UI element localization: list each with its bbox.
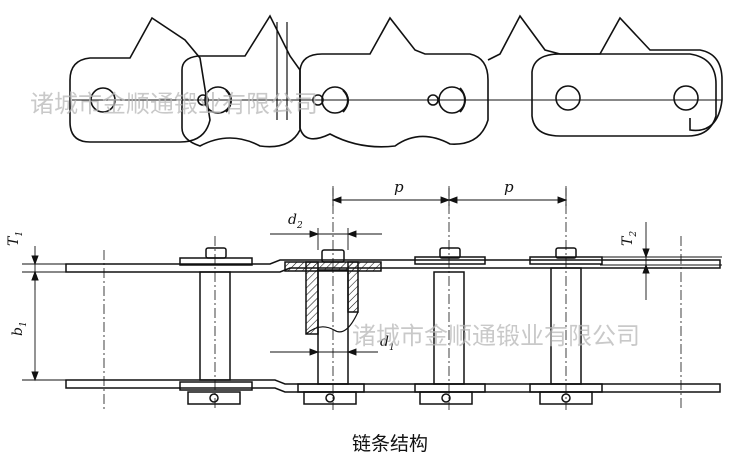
cotter-bottom-2 xyxy=(325,393,335,403)
bushing-3 xyxy=(433,271,465,385)
top-inner-plate-2 xyxy=(414,256,486,265)
watermark-top: 诸城市金顺通锻业有限公司 xyxy=(30,90,318,118)
cotter-bottom-3 xyxy=(441,393,451,403)
link-plate-5 xyxy=(531,53,717,137)
plan-view xyxy=(65,186,721,410)
pin-head-top-1 xyxy=(205,247,227,259)
side-view xyxy=(69,14,723,148)
bushing-1 xyxy=(199,271,231,381)
pin-hole-1 xyxy=(90,87,116,113)
bottom-inner-plate-1 xyxy=(179,381,253,391)
cotter-pin-4 xyxy=(459,87,466,113)
bottom-inner-plate-2 xyxy=(297,383,365,393)
pin-head-top-2 xyxy=(321,249,345,263)
top-inner-plate-3 xyxy=(529,256,603,265)
watermark-bottom: 诸城市金顺通锻业有限公司 xyxy=(352,322,640,350)
d1-label: d1 xyxy=(380,334,395,353)
dimensions xyxy=(22,188,722,382)
pin-hole-5 xyxy=(555,85,581,111)
pin-hole-3-inner xyxy=(312,94,324,106)
bushing-2-wall-right xyxy=(347,261,359,313)
pin-hole-6 xyxy=(673,85,699,111)
b1-label: b1 xyxy=(10,321,29,336)
figure-caption: 链条结构 xyxy=(352,433,428,455)
cotter-bottom-1 xyxy=(209,393,219,403)
pin-head-top-3 xyxy=(439,247,461,259)
pin-end-bottom-2 xyxy=(303,391,357,405)
cotter-pin-2 xyxy=(225,89,232,113)
bushing-4 xyxy=(550,267,582,385)
cotter-bottom-4 xyxy=(561,393,571,403)
link-plate-3 xyxy=(299,16,489,148)
t2-label: T2 xyxy=(620,231,639,246)
pitch-label-1: p xyxy=(394,178,404,196)
pin-end-bottom-1 xyxy=(187,391,241,405)
pin-hole-2-inner xyxy=(197,94,209,106)
pin-hole-4-inner xyxy=(427,94,439,106)
pin-end-bottom-4 xyxy=(539,391,593,405)
bottom-outer-plate xyxy=(65,379,721,393)
t1-label: T1 xyxy=(6,231,25,246)
d2-label: d2 xyxy=(288,212,303,231)
link-plate-4 xyxy=(487,14,723,132)
cotter-pin-3 xyxy=(342,89,349,113)
bushing-2-wall-left xyxy=(305,261,319,335)
bottom-inner-plate-3 xyxy=(414,383,486,393)
pitch-label-2: p xyxy=(504,178,514,196)
break-line xyxy=(305,311,359,335)
link-plate-1 xyxy=(69,16,211,143)
pin-head-top-4 xyxy=(555,247,577,259)
pin-end-bottom-3 xyxy=(419,391,473,405)
link-plate-2 xyxy=(181,14,301,148)
top-outer-plate xyxy=(65,259,721,273)
